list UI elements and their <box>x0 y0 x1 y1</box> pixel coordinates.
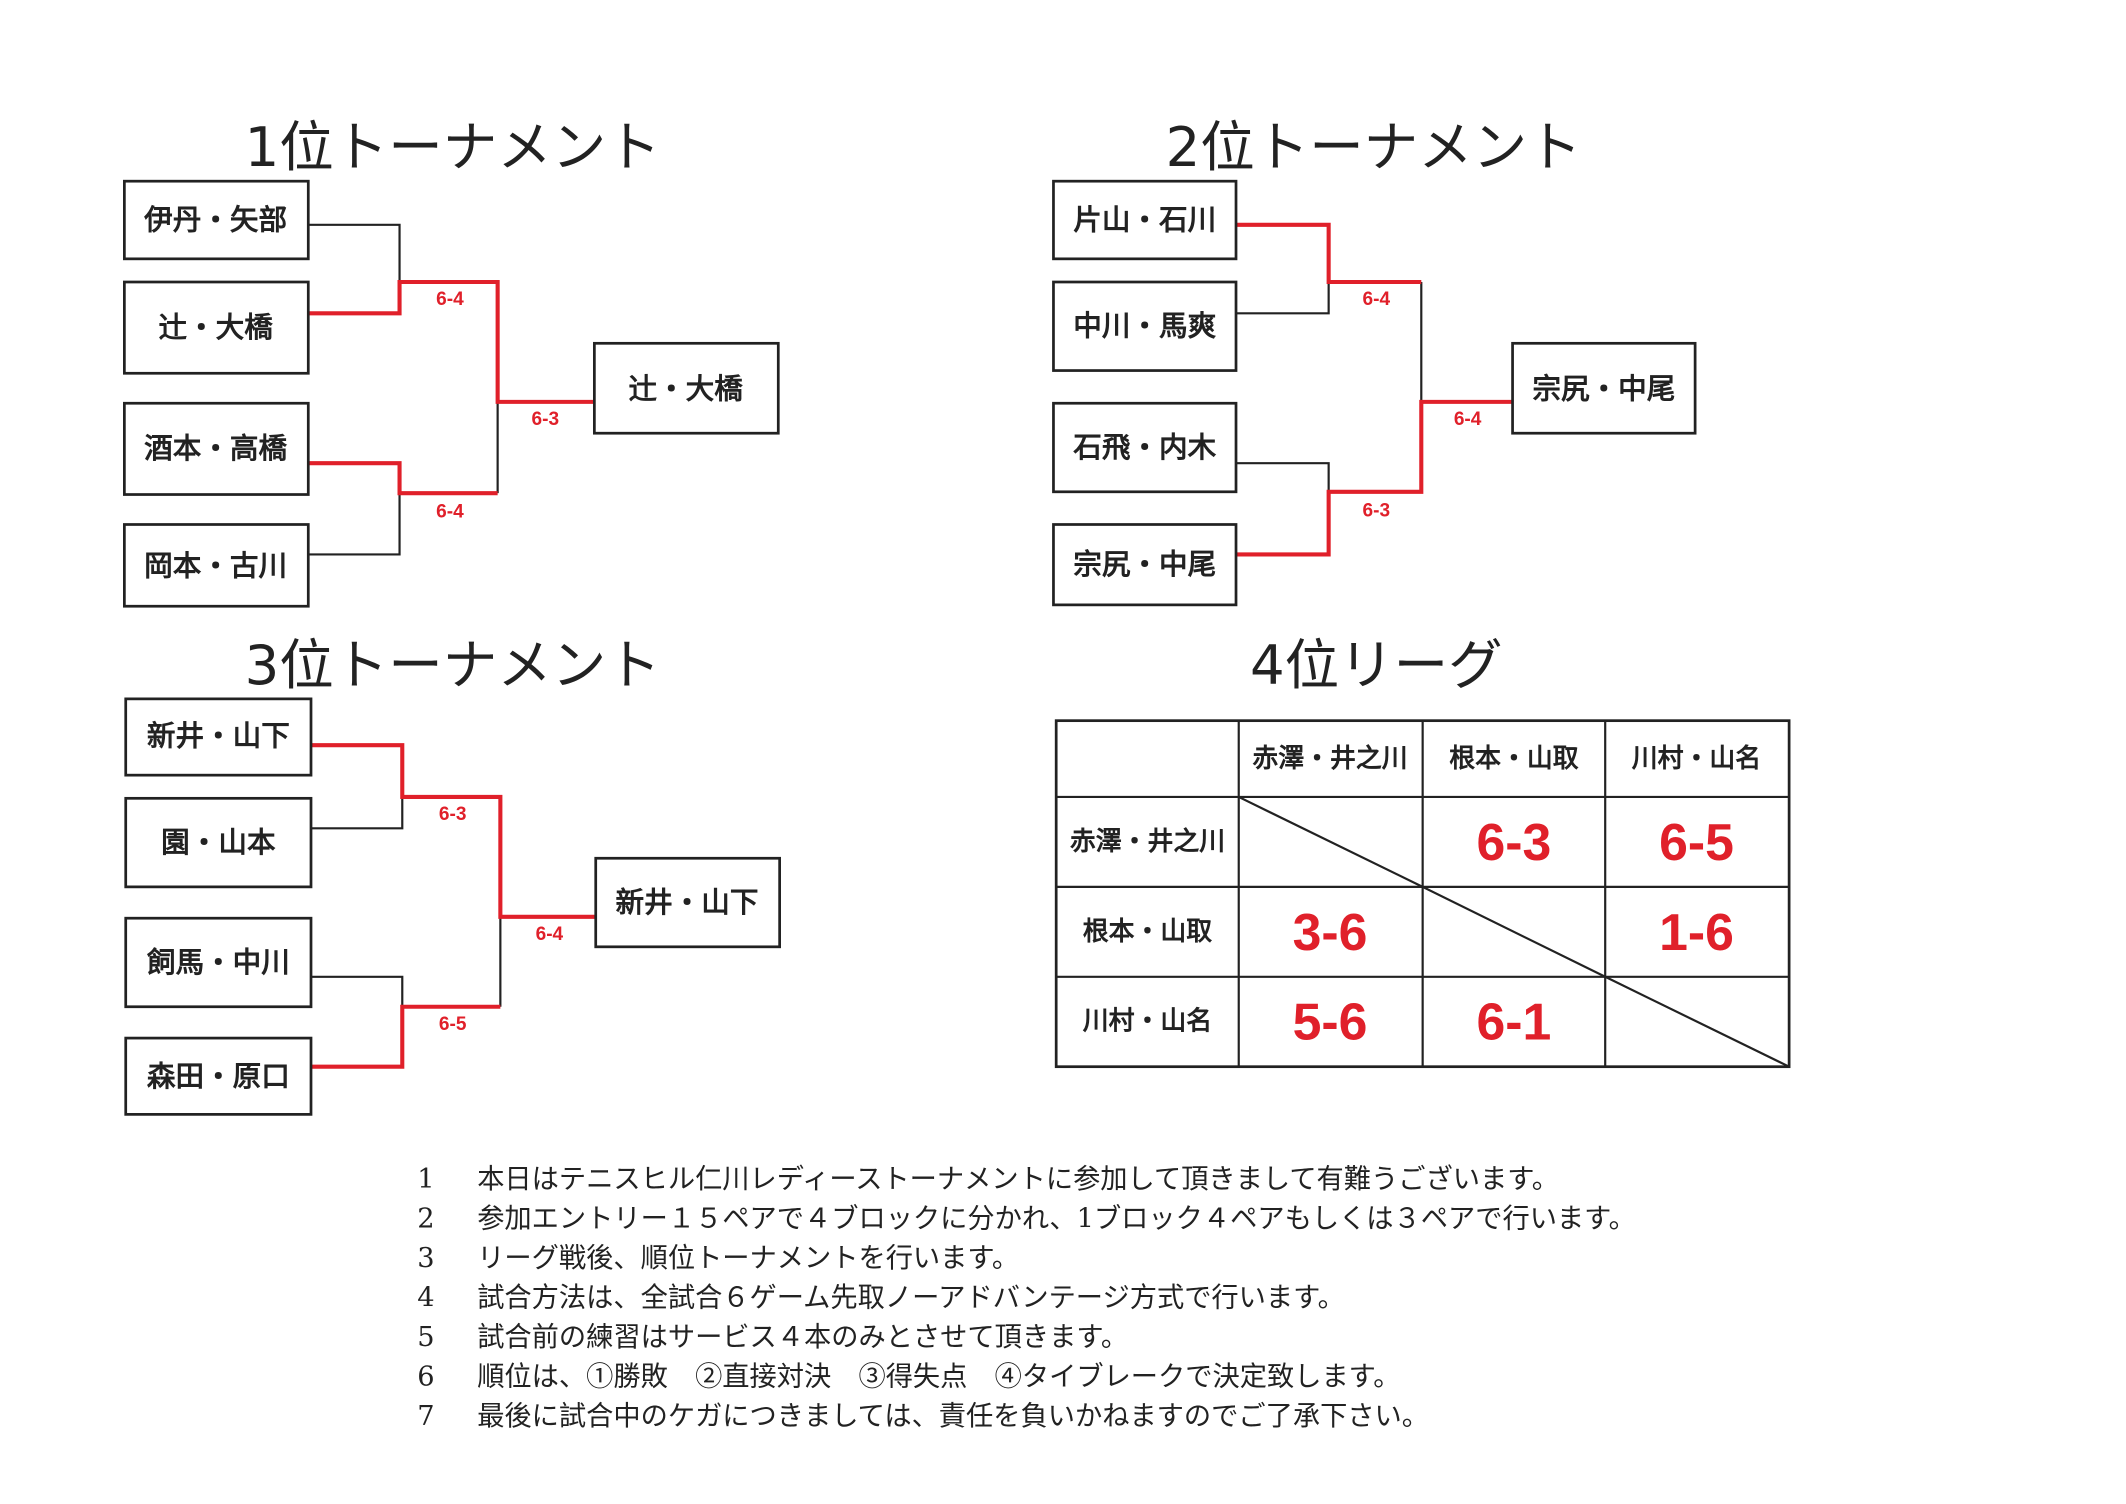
player-name: 森田・原口 <box>147 1059 290 1093</box>
score: 6-4 <box>536 924 564 945</box>
note-text: 試合前の練習はサービス４本のみとさせて頂きます。 <box>477 1322 1128 1353</box>
bracket-line <box>311 796 404 830</box>
note-text: 最後に試合中のケガにつきましては、責任を負いかねますのでご了承下さい。 <box>477 1401 1429 1432</box>
table-grid <box>1056 720 1790 1068</box>
winner-line <box>311 743 596 919</box>
player-name: 片山・石川 <box>1073 202 1216 236</box>
tournament-3-bracket: 3位トーナメント 新井・山下 園・山本 飼馬・中川 森田・原口 新井・山下 6-… <box>124 633 781 1116</box>
note-number: 7 <box>417 1401 434 1432</box>
player-name: 飼馬・中川 <box>147 945 290 979</box>
score: 6-4 <box>1363 289 1391 310</box>
score: 6-4 <box>1454 409 1482 430</box>
bracket-line <box>1236 462 1330 492</box>
winner-line <box>311 1004 501 1069</box>
player-box <box>1052 523 1238 607</box>
player-box <box>124 697 313 777</box>
note-number: 1 <box>417 1164 434 1195</box>
result-cell: 5-6 <box>1293 993 1368 1051</box>
note-number: 4 <box>417 1282 434 1313</box>
player-box <box>123 280 310 375</box>
winner-box <box>594 856 781 949</box>
player-name: 中川・馬爽 <box>1073 309 1216 343</box>
player-box <box>124 916 313 1009</box>
winner-line <box>308 461 498 496</box>
row-header: 赤澤・井之川 <box>1070 826 1225 857</box>
bracket-line <box>1236 282 1330 315</box>
note-number: 3 <box>417 1243 434 1274</box>
player-name: 新井・山下 <box>147 719 290 753</box>
note-text: 本日はテニスヒル仁川レディーストーナメントに参加して頂きまして有難うございます。 <box>477 1164 1559 1195</box>
note-text: 順位は、①勝敗 ②直接対決 ③得失点 ④タイブレークで決定致します。 <box>477 1361 1400 1392</box>
winner-name: 辻・大橋 <box>628 371 743 405</box>
score: 6-3 <box>439 804 467 825</box>
note-number: 6 <box>417 1361 434 1392</box>
score: 6-3 <box>532 409 560 430</box>
note-number: 2 <box>417 1203 434 1234</box>
player-box <box>123 179 310 261</box>
player-name: 辻・大橋 <box>158 310 273 344</box>
player-box <box>1052 179 1238 261</box>
winner-line <box>308 279 595 404</box>
player-box <box>124 796 313 889</box>
score: 6-3 <box>1363 500 1391 521</box>
bracket-line <box>308 493 401 556</box>
league-4-title: 4位リーグ <box>1250 633 1503 697</box>
tournament-2-title: 2位トーナメント <box>1166 115 1582 179</box>
note-text: リーグ戦後、順位トーナメントを行います。 <box>477 1243 1019 1274</box>
bracket-line <box>308 223 401 282</box>
note-text: 試合方法は、全試合６ゲーム先取ノーアドバンテージ方式で行います。 <box>477 1282 1345 1313</box>
tournament-1-title: 1位トーナメント <box>245 115 661 179</box>
result-cell: 6-5 <box>1659 813 1734 871</box>
winner-box <box>1511 341 1697 435</box>
result-cell: 1-6 <box>1659 903 1734 961</box>
player-name: 石飛・内木 <box>1072 430 1216 464</box>
result-cell: 6-3 <box>1477 813 1552 871</box>
tournament-3-title: 3位トーナメント <box>245 633 661 697</box>
row-header: 根本・山取 <box>1083 917 1213 947</box>
row-header: 川村・山名 <box>1083 1006 1212 1037</box>
notes-list: 1 本日はテニスヒル仁川レディーストーナメントに参加して頂きまして有難うございま… <box>417 1164 1636 1432</box>
winner-box <box>593 341 780 435</box>
score: 6-4 <box>436 502 464 523</box>
player-name: 伊丹・矢部 <box>143 202 287 236</box>
player-box <box>123 523 310 608</box>
player-name: 園・山本 <box>161 825 276 859</box>
score: 6-4 <box>436 289 464 310</box>
player-box <box>1052 401 1238 494</box>
winner-line <box>1236 222 1422 285</box>
note-number: 5 <box>417 1322 434 1353</box>
league-4-table: 4位リーグ 赤澤・井之川 根本・山取 川村・山名 赤澤・井之川 根本・山取 川村… <box>1054 633 1791 1069</box>
result-cell: 3-6 <box>1293 903 1368 961</box>
column-header: 根本・山取 <box>1449 744 1579 774</box>
player-box <box>1052 280 1238 372</box>
player-box <box>124 1036 313 1116</box>
winner-name: 宗尻・中尾 <box>1532 371 1675 405</box>
column-header: 赤澤・井之川 <box>1252 743 1407 774</box>
result-cell: 6-1 <box>1477 993 1552 1051</box>
winner-line <box>1236 399 1513 557</box>
player-name: 宗尻・中尾 <box>1073 547 1216 581</box>
player-name: 酒本・高橋 <box>144 431 287 465</box>
column-header: 川村・山名 <box>1632 743 1761 774</box>
player-box <box>123 401 310 496</box>
bracket-line <box>311 975 404 1007</box>
player-name: 岡本・古川 <box>144 548 287 582</box>
note-text: 参加エントリー１５ペアで４ブロックに分かれ、1ブロック４ペアもしくは３ペアで行い… <box>477 1203 1636 1234</box>
tournament-1-bracket: 1位トーナメント 伊丹・矢部 辻・大橋 酒本・高橋 岡本・古川 辻・大橋 6-4… <box>123 115 780 608</box>
winner-name: 新井・山下 <box>616 885 759 919</box>
tournament-2-bracket: 2位トーナメント 片山・石川 中川・馬爽 石飛・内木 宗尻・中尾 宗尻・中尾 6… <box>1052 115 1697 607</box>
score: 6-5 <box>439 1014 467 1035</box>
